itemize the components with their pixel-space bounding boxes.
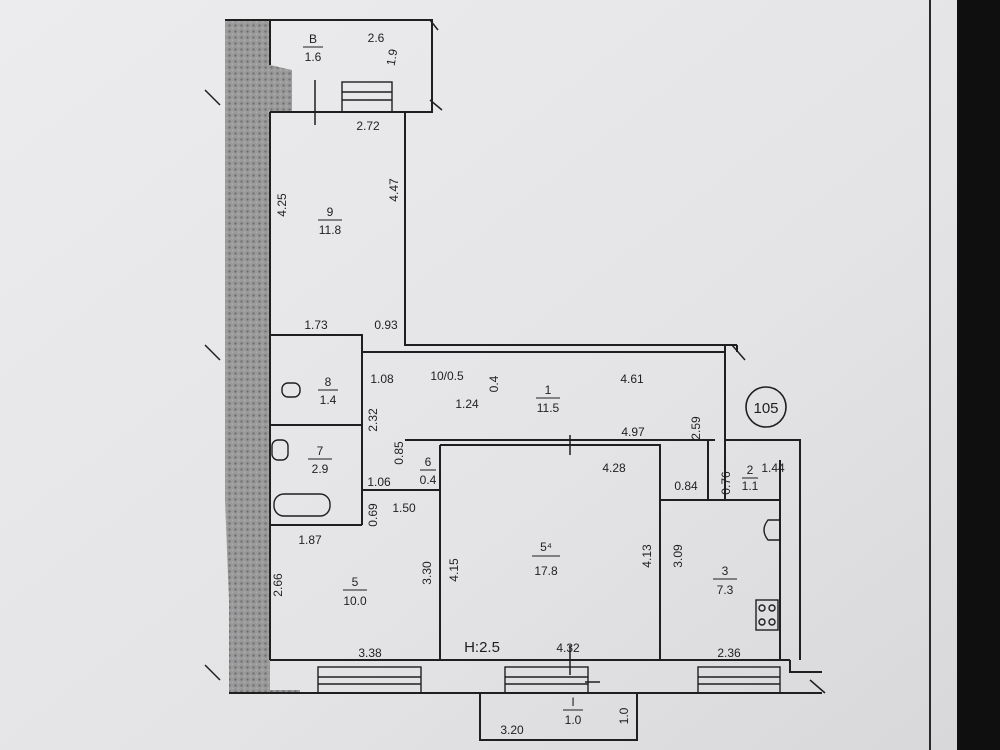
room-labels: В 1.6 9 11.8 8 1.4 7 2.9 1 11.5 6 0.4 2 … (303, 32, 759, 727)
toilet-icon (281, 382, 301, 398)
dim-1-44: 1.44 (761, 461, 785, 475)
dim-1-06: 1.06 (367, 475, 391, 489)
dim-4-32: 4.32 (556, 641, 580, 655)
dim-2-32: 2.32 (366, 408, 380, 432)
room-area-7: 2.9 (312, 462, 329, 476)
dim-3-20: 3.20 (500, 723, 524, 737)
fixtures (271, 382, 781, 631)
room-area-i: 1.0 (565, 713, 582, 727)
sheet-badge: 105 (745, 386, 787, 428)
room-number-3: 3 (722, 564, 729, 578)
dimension-labels: 2.6 1.9 2.72 4.25 4.47 1.73 0.93 1.08 10… (271, 31, 785, 737)
room-area-5-4: 17.8 (534, 564, 558, 578)
windows (317, 81, 781, 694)
dim-4-25: 4.25 (275, 193, 289, 217)
room-area-9: 11.8 (319, 223, 342, 237)
dim-0-76: 0.76 (719, 471, 733, 495)
dimension-ticks (204, 19, 826, 694)
dim-2-59: 2.59 (689, 416, 703, 440)
room-number-7: 7 (317, 444, 324, 458)
room-area-1: 11.5 (537, 401, 560, 415)
room-area-2: 1.1 (742, 479, 759, 493)
room-number-5-4: 5⁴ (540, 540, 552, 554)
dim-1-9: 1.9 (384, 48, 401, 67)
dim-3-38: 3.38 (358, 646, 382, 660)
dim-10-05: 10/0.5 (430, 369, 464, 383)
dim-0-93: 0.93 (374, 318, 398, 332)
room-number-6: 6 (425, 455, 432, 469)
room-number-8: 8 (325, 375, 332, 389)
dim-4-28: 4.28 (602, 461, 626, 475)
dim-4-15: 4.15 (447, 558, 461, 582)
dim-1-73: 1.73 (304, 318, 328, 332)
dim-1-87: 1.87 (298, 533, 322, 547)
dim-0-85: 0.85 (392, 441, 406, 465)
dim-2-36: 2.36 (717, 646, 741, 660)
dim-4-47: 4.47 (387, 178, 401, 202)
sink-icon (271, 439, 289, 461)
dim-4-13: 4.13 (640, 544, 654, 568)
dim-1-50: 1.50 (392, 501, 416, 515)
ceiling-height-label: H:2.5 (464, 639, 500, 656)
room-area-6: 0.4 (420, 473, 437, 487)
dim-1-24: 1.24 (455, 397, 479, 411)
dim-1-0: 1.0 (617, 707, 631, 724)
dim-2-72: 2.72 (356, 119, 380, 133)
dim-4-97: 4.97 (621, 425, 645, 439)
paper (0, 0, 957, 750)
room-number-v: В (309, 32, 317, 46)
room-area-v: 1.6 (305, 50, 322, 64)
room-number-2: 2 (747, 463, 754, 477)
room-number-5: 5 (352, 575, 359, 589)
dim-0-69: 0.69 (366, 503, 380, 527)
dim-0-84: 0.84 (674, 479, 698, 493)
bathtub-icon (273, 493, 331, 517)
room-area-3: 7.3 (717, 583, 734, 597)
stove-icon (755, 599, 779, 631)
room-number-1: 1 (545, 383, 552, 397)
room-area-5: 10.0 (343, 594, 367, 608)
room-area-8: 1.4 (320, 393, 337, 407)
kitchen-sink-icon (763, 519, 781, 541)
dim-2-6: 2.6 (368, 31, 385, 45)
dim-3-09: 3.09 (671, 544, 685, 568)
dim-0-4-top: 0.4 (487, 375, 501, 392)
dim-1-08: 1.08 (370, 372, 394, 386)
room-number-9: 9 (327, 205, 334, 219)
exterior-wall-hatch (225, 20, 300, 693)
room-number-i: I (571, 695, 574, 709)
dim-4-61: 4.61 (620, 372, 644, 386)
dim-3-30: 3.30 (420, 561, 434, 585)
sheet-badge-number: 105 (753, 400, 778, 417)
dim-2-66: 2.66 (271, 573, 285, 597)
